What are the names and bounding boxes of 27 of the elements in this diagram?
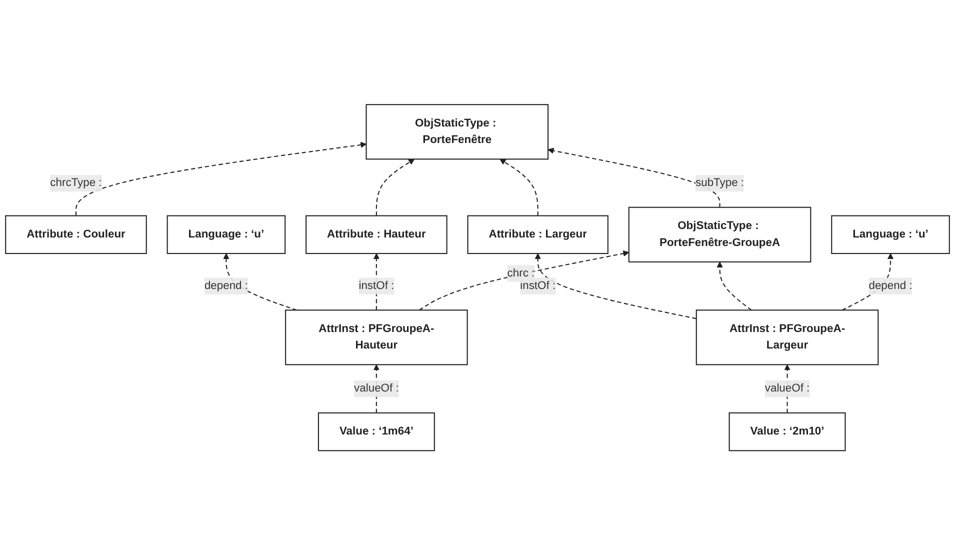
- node-box: ObjStaticType : PorteFenêtre: [366, 104, 549, 160]
- node-box: Attribute : Hauteur: [306, 215, 448, 254]
- edge-label: depend :: [204, 280, 248, 292]
- edge-label: instOf :: [520, 280, 556, 292]
- edge-label: subType :: [696, 176, 744, 189]
- arrow: [376, 158, 415, 216]
- edge-label: chrcType :: [50, 176, 102, 189]
- arrow: [716, 261, 752, 310]
- node-box: Value : ‘2m10’: [728, 412, 846, 452]
- node-box: Language : ‘u’: [166, 215, 286, 254]
- arrow: [548, 148, 720, 208]
- edge-label: chrc :: [507, 267, 535, 279]
- edge-label: instOf :: [358, 280, 394, 292]
- edge-label: valueOf :: [764, 382, 810, 394]
- arrow: [534, 253, 696, 320]
- node-box: AttrInst : PFGroupeA-Largeur: [696, 309, 879, 366]
- node-box: Attribute : Couleur: [5, 215, 147, 254]
- node-box: Language : ‘u’: [831, 215, 950, 254]
- node-box: Value : ‘1m64’: [318, 412, 435, 452]
- node-box: Attribute : Largeur: [467, 215, 608, 254]
- arrow: [500, 158, 538, 216]
- arrow: [75, 142, 367, 216]
- edge-label: depend :: [868, 280, 912, 292]
- edge-label: valueOf :: [354, 382, 399, 394]
- arrow: [418, 250, 630, 310]
- node-box: AttrInst : PFGroupeA-Hauteur: [285, 309, 468, 366]
- node-box: ObjStaticType : PorteFenêtre-GroupeA: [628, 206, 812, 262]
